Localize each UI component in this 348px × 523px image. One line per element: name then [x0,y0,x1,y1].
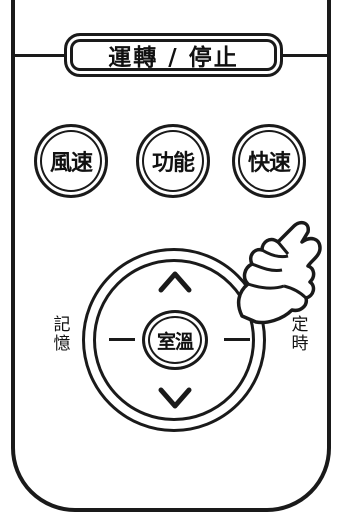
room-temp-label: 室溫 [156,330,194,353]
memory-button[interactable] [109,338,135,341]
power-button-label: 運轉 / 停止 [108,45,239,71]
chevron-up-icon[interactable] [155,268,195,294]
timer-label: 定時 [291,315,309,354]
chevron-down-icon[interactable] [155,386,195,412]
power-button[interactable]: 運轉 / 停止 [64,33,283,77]
memory-label: 記憶 [53,315,71,354]
fast-button[interactable]: 快速 [232,124,306,198]
fast-label: 快速 [247,151,291,176]
timer-button[interactable] [224,338,250,341]
function-button[interactable]: 功能 [136,124,210,198]
pointing-hand-icon [236,220,322,325]
fan-speed-button[interactable]: 風速 [34,124,108,198]
function-label: 功能 [151,151,195,176]
fan-speed-label: 風速 [49,151,93,176]
room-temp-button[interactable]: 室溫 [142,310,208,370]
